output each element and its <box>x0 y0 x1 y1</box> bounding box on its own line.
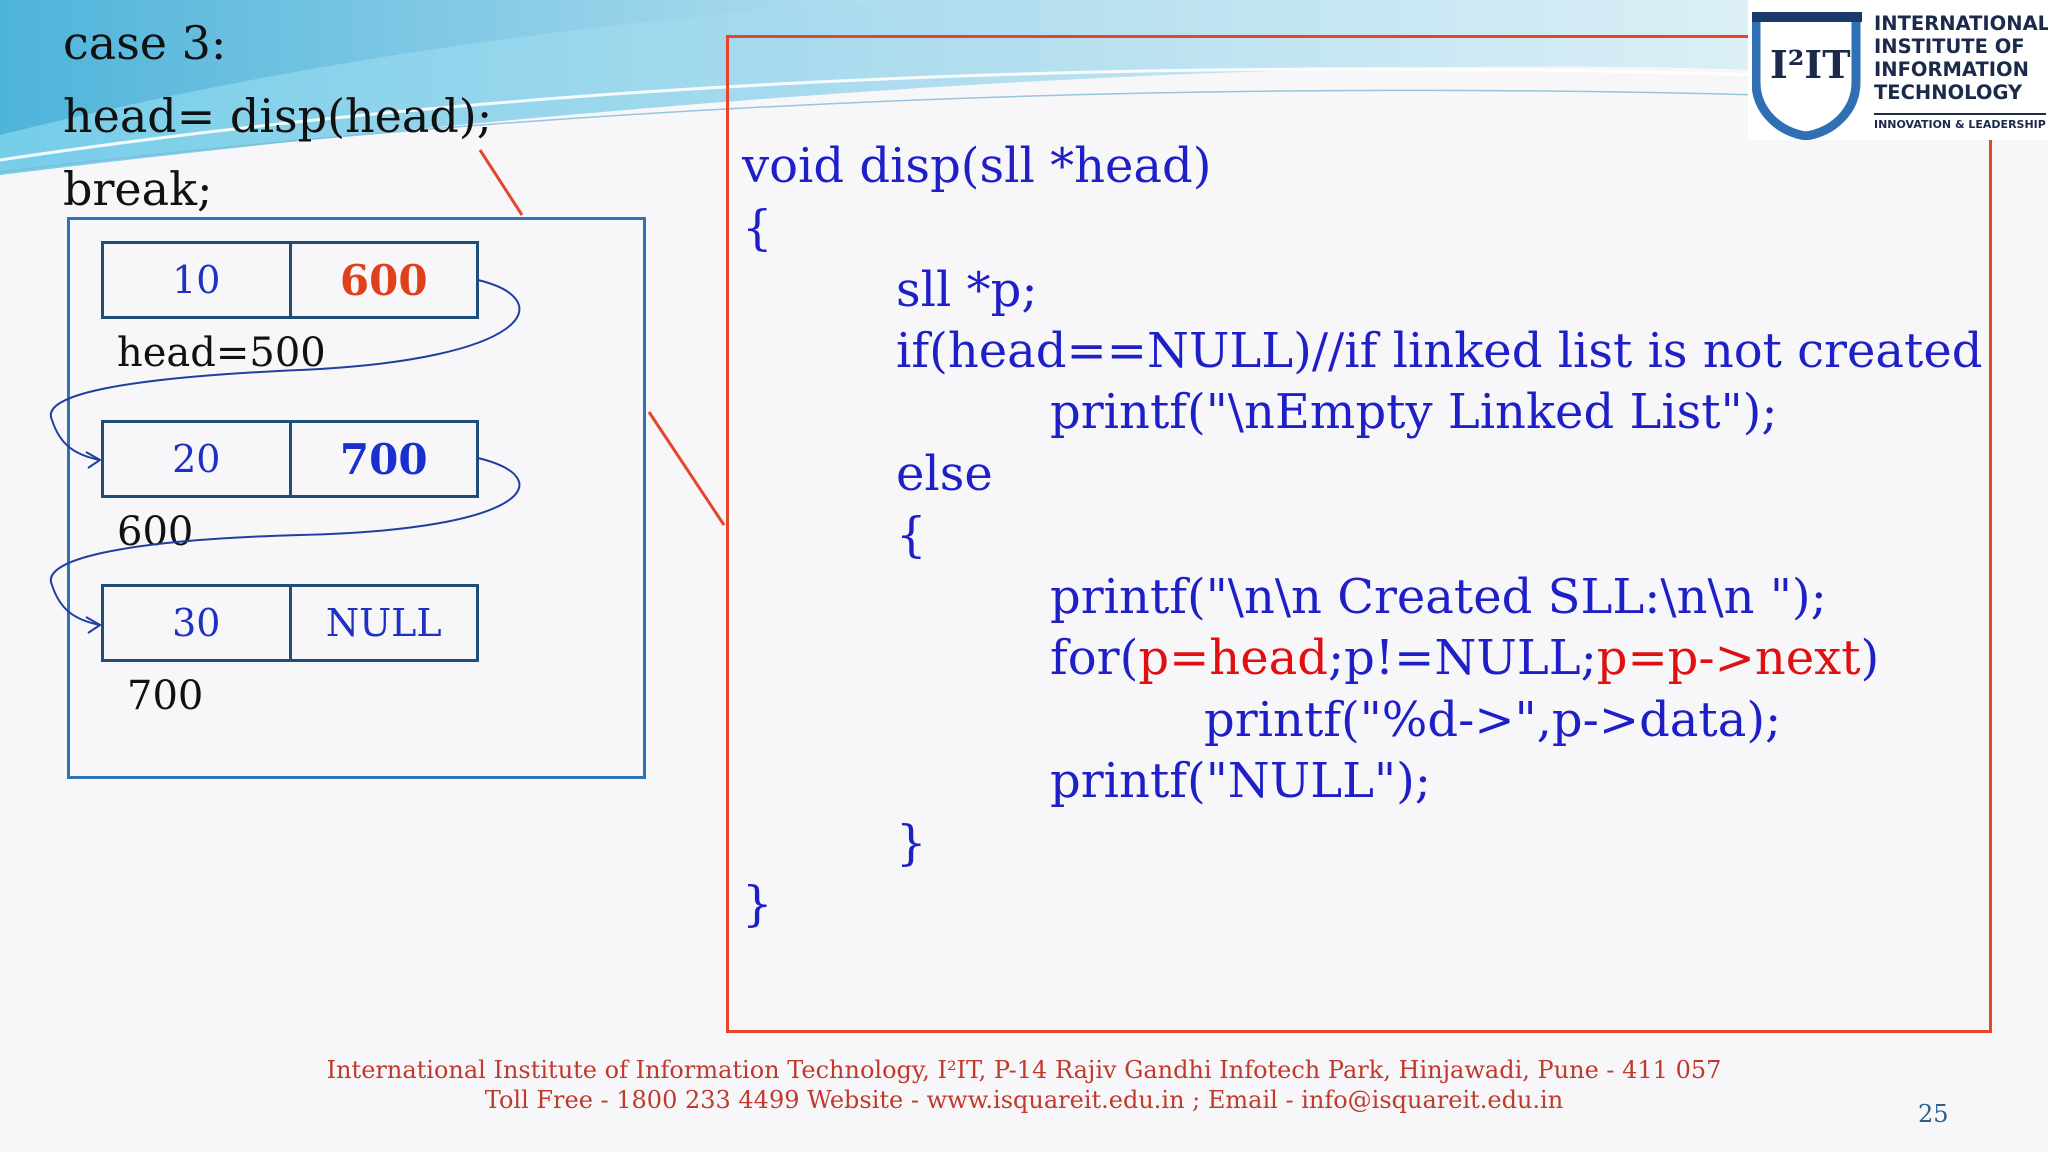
node-data-cell: 30 <box>172 601 221 645</box>
list-node-3: 30 NULL <box>101 584 479 662</box>
logo-line: TECHNOLOGY <box>1874 81 2023 104</box>
node-address-label: head=500 <box>117 330 326 376</box>
code-line-function-signature: void disp(sll *head) <box>742 138 1212 194</box>
for-condition: ;p!=NULL; <box>1327 630 1597 686</box>
code-line-else-close-brace: } <box>896 815 927 871</box>
code-frame <box>726 35 1992 1033</box>
code-line-pointer-declaration: sll *p; <box>896 262 1038 318</box>
for-init-highlight: p=head <box>1138 630 1328 686</box>
logo-line: INTERNATIONAL <box>1874 12 2048 35</box>
head-assignment-statement: head= disp(head); <box>63 89 493 143</box>
footer-contact: Toll Free - 1800 233 4499 Website - www.… <box>484 1086 1564 1114</box>
list-node-2: 20 700 <box>101 420 479 498</box>
code-line-for-loop: for(p=head;p!=NULL;p=p->next) <box>1050 630 1879 686</box>
logo-tagline: INNOVATION & LEADERSHIP <box>1874 113 2046 131</box>
code-line-open-brace: { <box>742 200 773 256</box>
for-close-paren: ) <box>1860 630 1880 686</box>
code-line-empty-printf: printf("\nEmpty Linked List"); <box>1050 384 1778 440</box>
code-line-else-open-brace: { <box>896 507 927 563</box>
page-number: 25 <box>1918 1100 1949 1128</box>
node-next-cell: 600 <box>288 244 477 316</box>
case-label: case 3: <box>63 16 227 70</box>
code-line-close-brace: } <box>742 876 773 932</box>
node-data-cell: 10 <box>172 258 221 302</box>
code-line-null-printf: printf("NULL"); <box>1050 753 1431 809</box>
linked-list-diagram-frame <box>67 217 646 779</box>
code-line-if-condition: if(head==NULL)//if linked list is not cr… <box>896 323 1983 379</box>
logo-mark-text: I²IT <box>1770 42 1851 87</box>
break-statement: break; <box>63 162 213 216</box>
code-line-else: else <box>896 446 993 502</box>
node-data-cell: 20 <box>172 437 221 481</box>
code-line-data-printf: printf("%d->",p->data); <box>1204 692 1782 748</box>
logo-shield-icon <box>1752 12 1862 140</box>
for-keyword: for( <box>1050 630 1139 686</box>
node-address-label: 700 <box>127 673 204 719</box>
node-next-cell: NULL <box>288 587 477 659</box>
header-swoosh-decoration <box>0 0 1761 175</box>
logo-line: INFORMATION <box>1874 58 2029 81</box>
footer-address: International Institute of Information T… <box>326 1056 1722 1084</box>
logo-name-text: INTERNATIONAL INSTITUTE OF INFORMATION T… <box>1874 12 2048 104</box>
code-line-created-printf: printf("\n\n Created SLL:\n\n "); <box>1050 569 1827 625</box>
for-increment-highlight: p=p->next <box>1596 630 1861 686</box>
list-node-1: 10 600 <box>101 241 479 319</box>
node-next-cell: 700 <box>288 423 477 495</box>
logo-line: INSTITUTE OF <box>1874 35 2025 58</box>
